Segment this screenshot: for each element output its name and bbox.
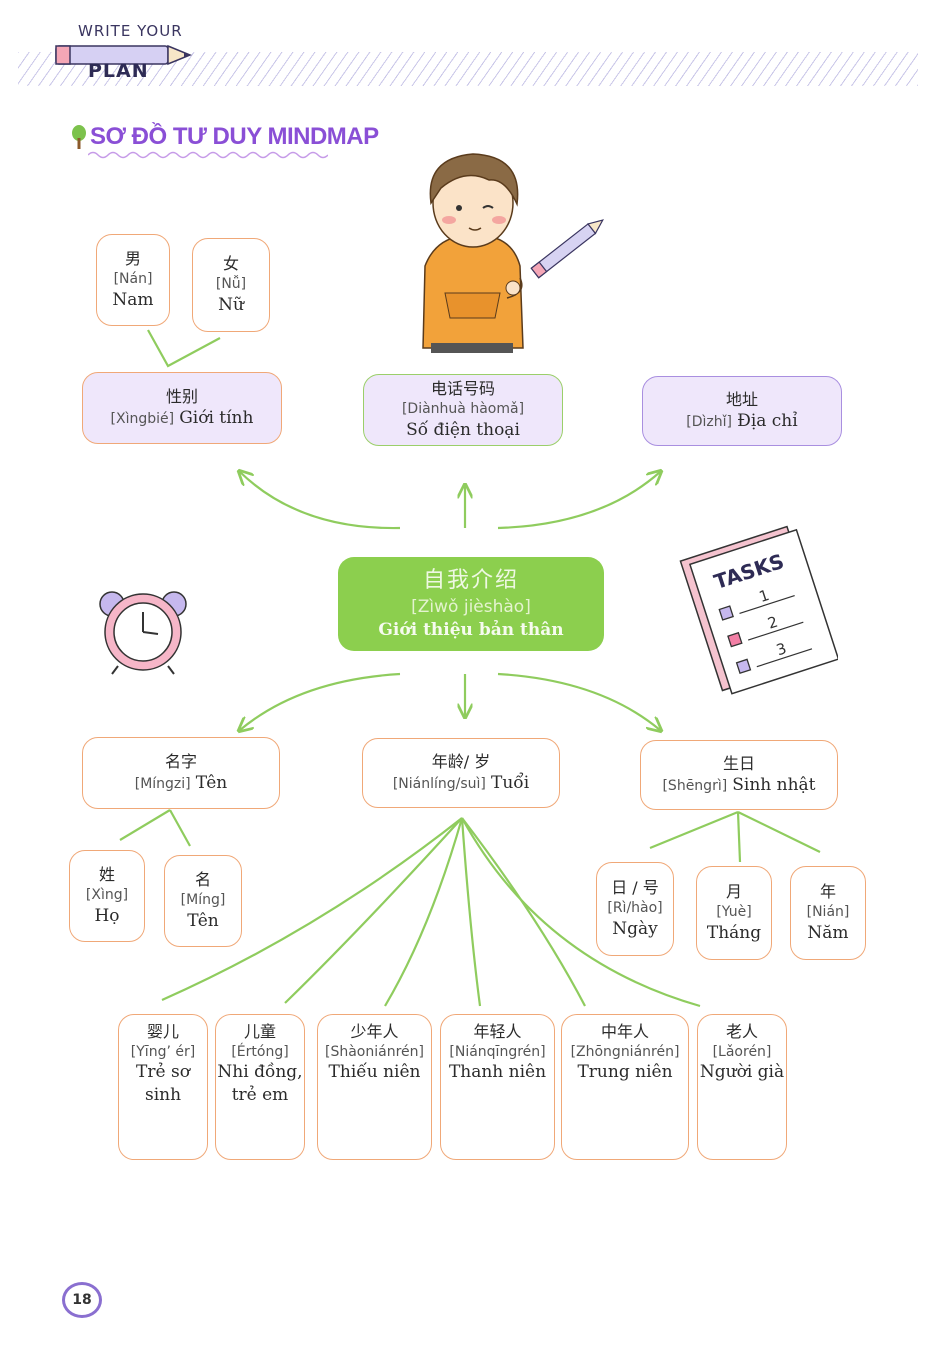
node-given-name-pinyin: [Míng] [180, 891, 226, 908]
age-group-infant-han: 婴儿 [146, 1022, 179, 1041]
node-age: 年龄/ 岁 [Niánlíng/suì] Tuổi [362, 738, 560, 808]
header-plan: PLAN [88, 60, 149, 82]
node-year-vi: Năm [807, 922, 849, 943]
age-group-teen: 少年人 [Shàoniánrén] Thiếu niên [317, 1014, 432, 1160]
node-age-pinyin: [Niánlíng/suì] [392, 776, 486, 793]
node-month-pinyin: [Yuè] [716, 903, 752, 920]
node-day-pinyin: [Rì/hào] [607, 899, 663, 916]
node-name-han: 名字 [164, 751, 197, 771]
student-illustration [422, 153, 604, 353]
node-age-han: 年龄/ 岁 [431, 751, 491, 771]
age-group-middle-aged-han: 中年人 [600, 1022, 649, 1041]
node-address-pinyin: [Dìzhǐ] [686, 414, 732, 431]
node-female-pinyin: [Nǚ] [215, 275, 247, 292]
title-underline [88, 151, 328, 159]
age-group-youth-han: 年轻人 [473, 1022, 522, 1041]
age-group-elderly: 老人 [Lǎorén] Người già [697, 1014, 787, 1160]
node-month-vi: Tháng [706, 922, 762, 943]
pencil-icon [55, 44, 192, 66]
alarm-clock-icon [99, 591, 187, 675]
age-group-youth-pinyin: [Niánqīngrén] [449, 1043, 546, 1060]
tree-icon [72, 125, 86, 149]
node-gender-pinyin: [Xìngbié] [110, 411, 175, 428]
age-group-elderly-pinyin: [Lǎorén] [712, 1043, 772, 1060]
node-phone-vi: Số điện thoại [406, 419, 520, 440]
node-age-vi: Tuổi [491, 773, 530, 794]
node-year: 年 [Nián] Năm [790, 866, 866, 960]
age-group-youth-vi: Thanh niên [448, 1062, 547, 1083]
node-center-pinyin: [Zìwǒ jièshào] [411, 596, 531, 617]
node-male-vi: Nam [112, 289, 154, 310]
age-group-teen-pinyin: [Shàoniánrén] [325, 1043, 424, 1060]
age-group-child-vi: Nhi đồng, trẻ em [217, 1062, 303, 1106]
node-address-han: 地址 [725, 389, 758, 409]
node-center: 自我介绍 [Zìwǒ jièshào] Giới thiệu bản thân [338, 557, 604, 651]
node-center-vi: Giới thiệu bản thân [378, 619, 564, 640]
node-given-name-han: 名 [194, 870, 211, 890]
node-day: 日 / 号 [Rì/hào] Ngày [596, 862, 674, 956]
node-surname-pinyin: [Xìng] [85, 886, 129, 903]
node-surname-vi: Họ [94, 905, 120, 926]
age-group-infant-vi: Trẻ sơ sinh [136, 1062, 190, 1106]
node-address-vi: Địa chỉ [737, 411, 798, 432]
age-group-child-han: 儿童 [243, 1022, 276, 1041]
age-group-elderly-han: 老人 [725, 1022, 758, 1041]
node-given-name-vi: Tên [187, 910, 219, 931]
age-group-middle-aged: 中年人 [Zhōngniánrén] Trung niên [561, 1014, 689, 1160]
node-name-vi: Tên [195, 773, 228, 794]
node-gender-han: 性别 [165, 386, 198, 406]
age-group-infant-pinyin: [Yīng’ ér] [130, 1043, 196, 1060]
node-phone-han: 电话号码 [430, 379, 495, 399]
node-address: 地址 [Dìzhǐ] Địa chỉ [642, 376, 842, 446]
node-phone: 电话号码 [Diànhuà hàomǎ] Số điện thoại [363, 374, 563, 446]
node-name-pinyin: [Míngzi] [134, 776, 191, 793]
node-gender-vi: Giới tính [179, 408, 254, 429]
node-day-vi: Ngày [612, 918, 658, 939]
node-male: 男 [Nán] Nam [96, 234, 170, 326]
page-number: 18 [62, 1282, 102, 1318]
age-group-child: 儿童 [Értóng] Nhi đồng, trẻ em [215, 1014, 305, 1160]
node-month: 月 [Yuè] Tháng [696, 866, 772, 960]
node-surname-han: 姓 [98, 865, 115, 885]
node-month-han: 月 [725, 882, 742, 902]
age-group-child-pinyin: [Értóng] [231, 1043, 289, 1060]
node-year-pinyin: [Nián] [806, 903, 850, 920]
header-write-your: WRITE YOUR [78, 22, 183, 40]
age-group-middle-aged-vi: Trung niên [577, 1062, 673, 1083]
node-female: 女 [Nǚ] Nữ [192, 238, 270, 332]
node-phone-pinyin: [Diànhuà hàomǎ] [401, 400, 525, 417]
node-day-han: 日 / 号 [611, 878, 659, 898]
node-male-pinyin: [Nán] [113, 270, 153, 287]
node-female-vi: Nữ [218, 294, 244, 315]
section-title: SƠ ĐỒ TƯ DUY MINDMAP [90, 123, 379, 150]
node-birthday: 生日 [Shēngrì] Sinh nhật [640, 740, 838, 810]
node-center-han: 自我介绍 [422, 568, 519, 594]
age-group-middle-aged-pinyin: [Zhōngniánrén] [570, 1043, 680, 1060]
node-name: 名字 [Míngzi] Tên [82, 737, 280, 809]
node-given-name: 名 [Míng] Tên [164, 855, 242, 947]
node-birthday-han: 生日 [722, 753, 755, 773]
node-male-han: 男 [124, 249, 141, 269]
node-gender: 性别 [Xìngbié] Giới tính [82, 372, 282, 444]
tasks-checklist-icon: TASKS 1 2 3 [679, 525, 838, 695]
node-surname: 姓 [Xìng] Họ [69, 850, 145, 942]
node-birthday-pinyin: [Shēngrì] [662, 778, 728, 795]
age-group-elderly-vi: Người già [699, 1062, 785, 1083]
node-year-han: 年 [819, 882, 836, 902]
age-group-infant: 婴儿 [Yīng’ ér] Trẻ sơ sinh [118, 1014, 208, 1160]
age-group-teen-han: 少年人 [350, 1022, 399, 1041]
age-group-youth: 年轻人 [Niánqīngrén] Thanh niên [440, 1014, 555, 1160]
node-female-han: 女 [222, 254, 239, 274]
node-birthday-vi: Sinh nhật [732, 775, 816, 796]
age-group-teen-vi: Thiếu niên [328, 1062, 421, 1083]
